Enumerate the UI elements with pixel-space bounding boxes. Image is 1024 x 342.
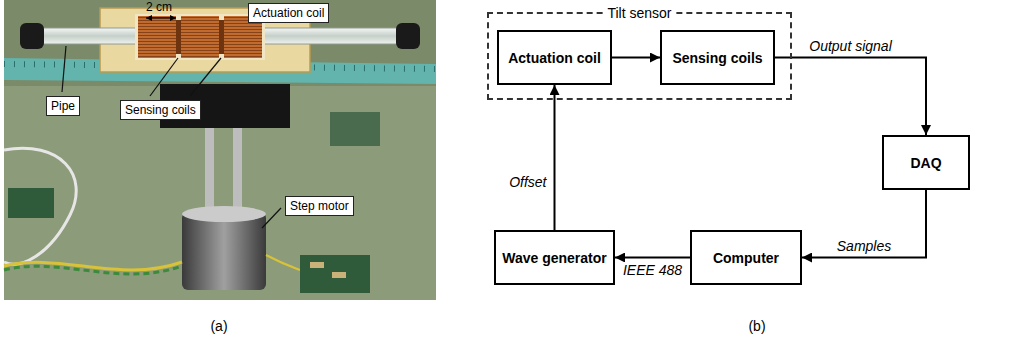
wire (4, 266, 182, 274)
part-label: Sensing coils (120, 100, 201, 120)
signal-label: Output signal (807, 38, 894, 54)
circuit-board (300, 255, 370, 293)
leader-lines (62, 46, 281, 228)
pipe-cap (396, 23, 420, 49)
wire (266, 255, 300, 270)
component (332, 272, 346, 278)
coil-former (135, 14, 265, 60)
component (310, 262, 324, 268)
panel-letter: (b) (748, 318, 765, 334)
dimension-label: 2 cm (146, 0, 172, 14)
box-label: Wave generator (502, 249, 607, 267)
dimension-arrow (146, 17, 176, 18)
process-box: Sensing coils (660, 30, 775, 85)
stand-rod (233, 128, 242, 216)
leader-line (150, 58, 178, 96)
stand-rod (205, 128, 214, 216)
signal-arrow (802, 190, 926, 258)
actuation-coil-section (181, 16, 219, 58)
signal-label: Offset (507, 174, 548, 190)
box-label: DAQ (910, 154, 941, 172)
circuit-board (330, 112, 380, 146)
process-box: Actuation coil (497, 30, 612, 85)
leader-line (262, 208, 281, 228)
part-label: Pipe (46, 96, 80, 116)
sensor-group: Tilt sensorActuation coilSensing coils (487, 12, 792, 100)
step-motor (182, 212, 266, 290)
signal-arrow (554, 85, 556, 230)
signal-label: Samples (835, 238, 893, 254)
circuit-board (8, 188, 54, 218)
signal-arrow (615, 257, 690, 259)
part-label: Actuation coil (248, 3, 329, 23)
signal-arrow (775, 58, 926, 136)
signal-arrow (612, 57, 660, 59)
box-label: Actuation coil (508, 49, 601, 67)
sensing-coil (176, 20, 181, 54)
process-box: DAQ (882, 135, 970, 190)
sensing-coil (219, 20, 224, 54)
actuation-coil-section (138, 16, 176, 58)
process-box: Wave generator (494, 230, 615, 285)
motor-face (182, 206, 266, 222)
pipe-cap (20, 23, 44, 49)
signal-label: IEEE 488 (621, 262, 684, 278)
leader-line (190, 58, 221, 96)
box-label: Computer (713, 249, 779, 267)
part-label: Step motor (285, 196, 354, 216)
panel-letter: (a) (210, 318, 227, 334)
group-heading: Tilt sensor (603, 4, 675, 22)
cable (4, 148, 76, 264)
box-label: Sensing coils (672, 49, 762, 67)
wire (4, 262, 182, 270)
photo (4, 0, 436, 300)
photo-background (4, 0, 436, 300)
leader-line (62, 46, 66, 92)
process-box: Computer (690, 230, 802, 285)
